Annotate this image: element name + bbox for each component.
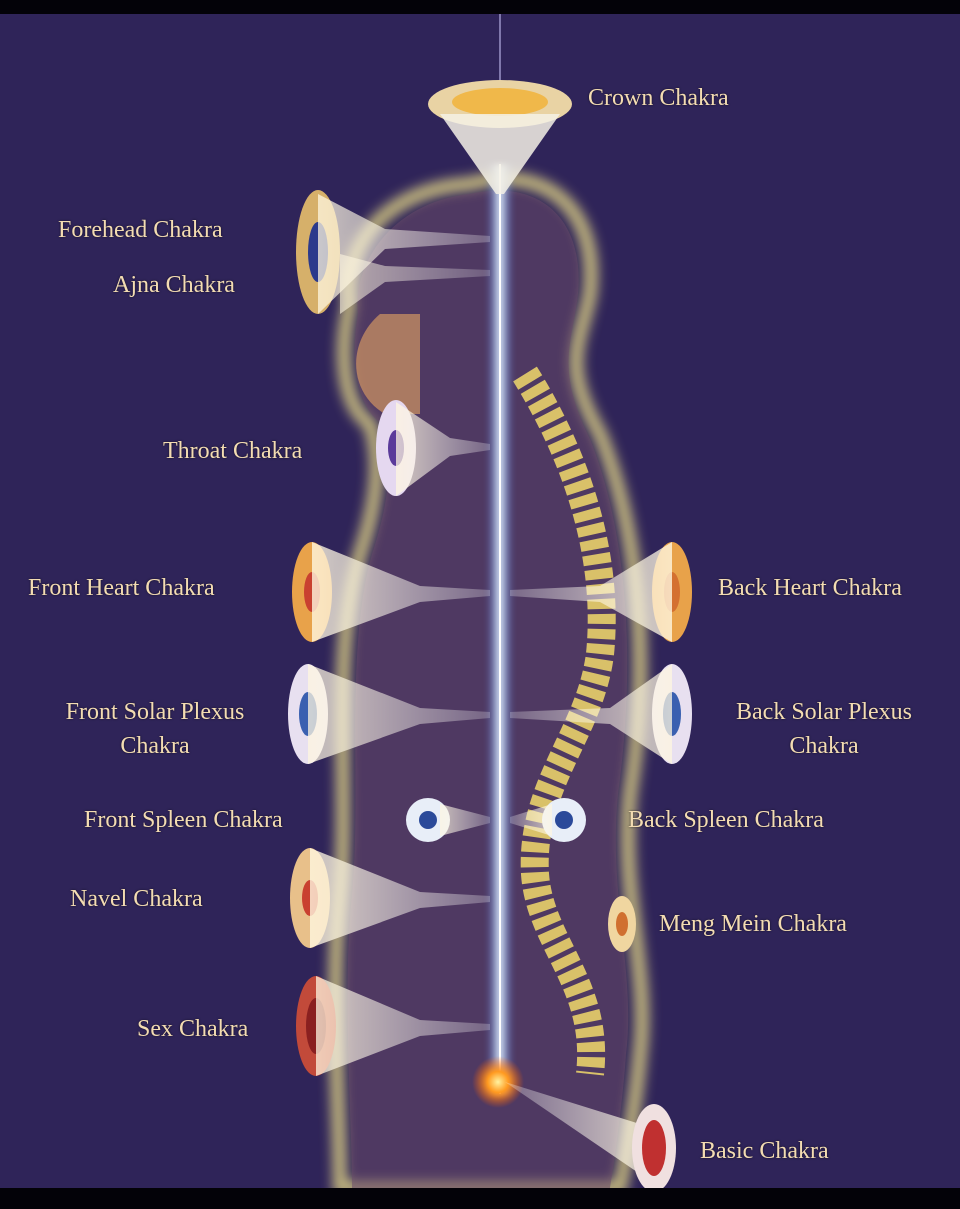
diagram-canvas: Crown Chakra Forehead Chakra Ajna Chakra…	[0, 14, 960, 1188]
crown-chakra-center	[452, 88, 548, 116]
back-spleen-chakra-label: Back Spleen Chakra	[628, 807, 824, 833]
spine	[513, 366, 616, 1076]
basic-chakra-glow	[472, 1056, 524, 1108]
front-heart-chakra	[292, 542, 490, 642]
forehead-chakra-label: Forehead Chakra	[58, 217, 223, 243]
back-spleen-chakra	[510, 798, 586, 842]
front-spleen-chakra-label: Front Spleen Chakra	[84, 807, 283, 833]
chakra-illustration	[288, 14, 692, 1188]
sex-chakra	[296, 976, 490, 1076]
back-solar-plexus-label-line1: Back Solar Plexus	[736, 699, 912, 725]
meng-mein-chakra-label: Meng Mein Chakra	[659, 911, 847, 937]
front-solar-plexus-label-line2: Chakra	[120, 733, 190, 759]
back-heart-chakra	[510, 542, 692, 642]
aura-outline	[328, 172, 649, 1188]
back-solar-plexus-chakra	[510, 664, 692, 764]
navel-chakra-label: Navel Chakra	[70, 886, 203, 912]
forehead-chakra	[296, 190, 490, 314]
meng-mein-chakra	[608, 896, 636, 952]
basic-chakra-label: Basic Chakra	[700, 1138, 829, 1164]
back-heart-chakra-label: Back Heart Chakra	[718, 575, 902, 601]
front-spleen-chakra	[406, 798, 490, 842]
sex-chakra-label: Sex Chakra	[137, 1016, 249, 1042]
navel-chakra	[290, 848, 490, 948]
front-solar-plexus-chakra	[288, 664, 490, 764]
back-solar-plexus-label-line2: Chakra	[789, 733, 859, 759]
front-heart-chakra-label: Front Heart Chakra	[28, 575, 215, 601]
throat-chakra-label: Throat Chakra	[163, 438, 303, 464]
front-solar-plexus-label-line1: Front Solar Plexus	[65, 699, 245, 725]
front-solar-plexus-label: Front Solar Plexus Chakra	[48, 695, 262, 763]
basic-chakra	[505, 1082, 676, 1188]
face	[356, 314, 420, 414]
ajna-chakra-label: Ajna Chakra	[113, 272, 235, 298]
crown-chakra-funnel	[440, 114, 560, 194]
crown-chakra-label: Crown Chakra	[588, 85, 729, 111]
back-solar-plexus-label: Back Solar Plexus Chakra	[720, 695, 928, 763]
throat-chakra	[376, 400, 490, 496]
